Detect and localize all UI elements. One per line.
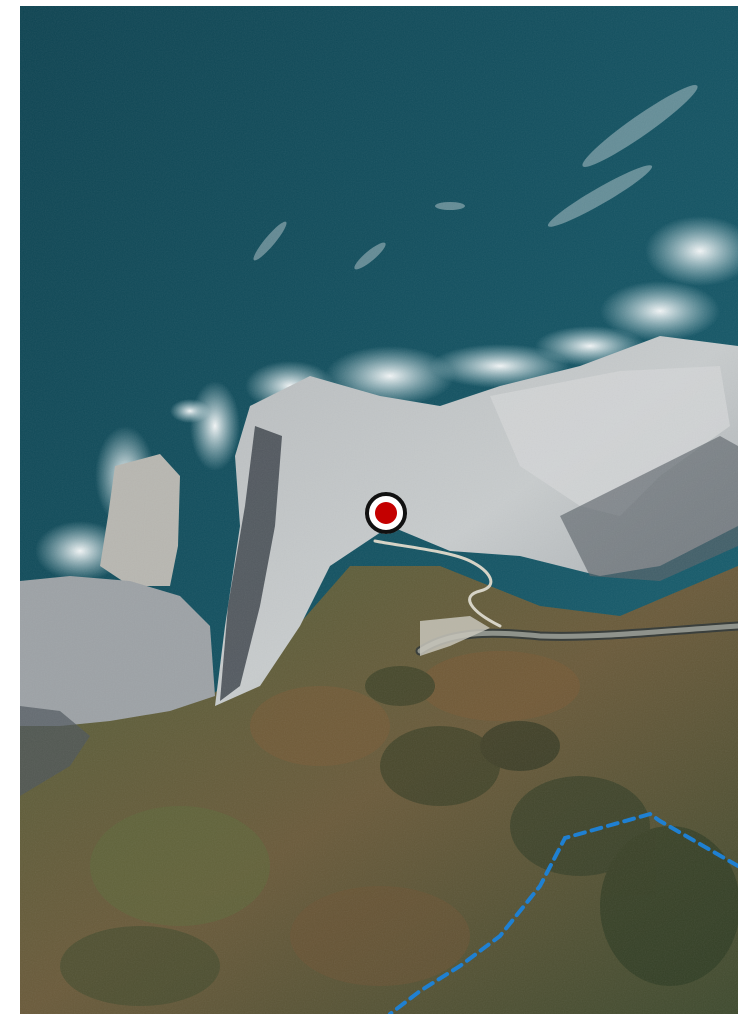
top-margin [0, 0, 738, 6]
map-viewport[interactable] [20, 6, 738, 1014]
left-margin [0, 0, 20, 1014]
footpath [373, 539, 502, 628]
parking-area [420, 616, 490, 656]
location-pin-icon[interactable] [365, 492, 407, 534]
dashed-trail-line [388, 811, 738, 1014]
satellite-map[interactable] [20, 6, 738, 1014]
